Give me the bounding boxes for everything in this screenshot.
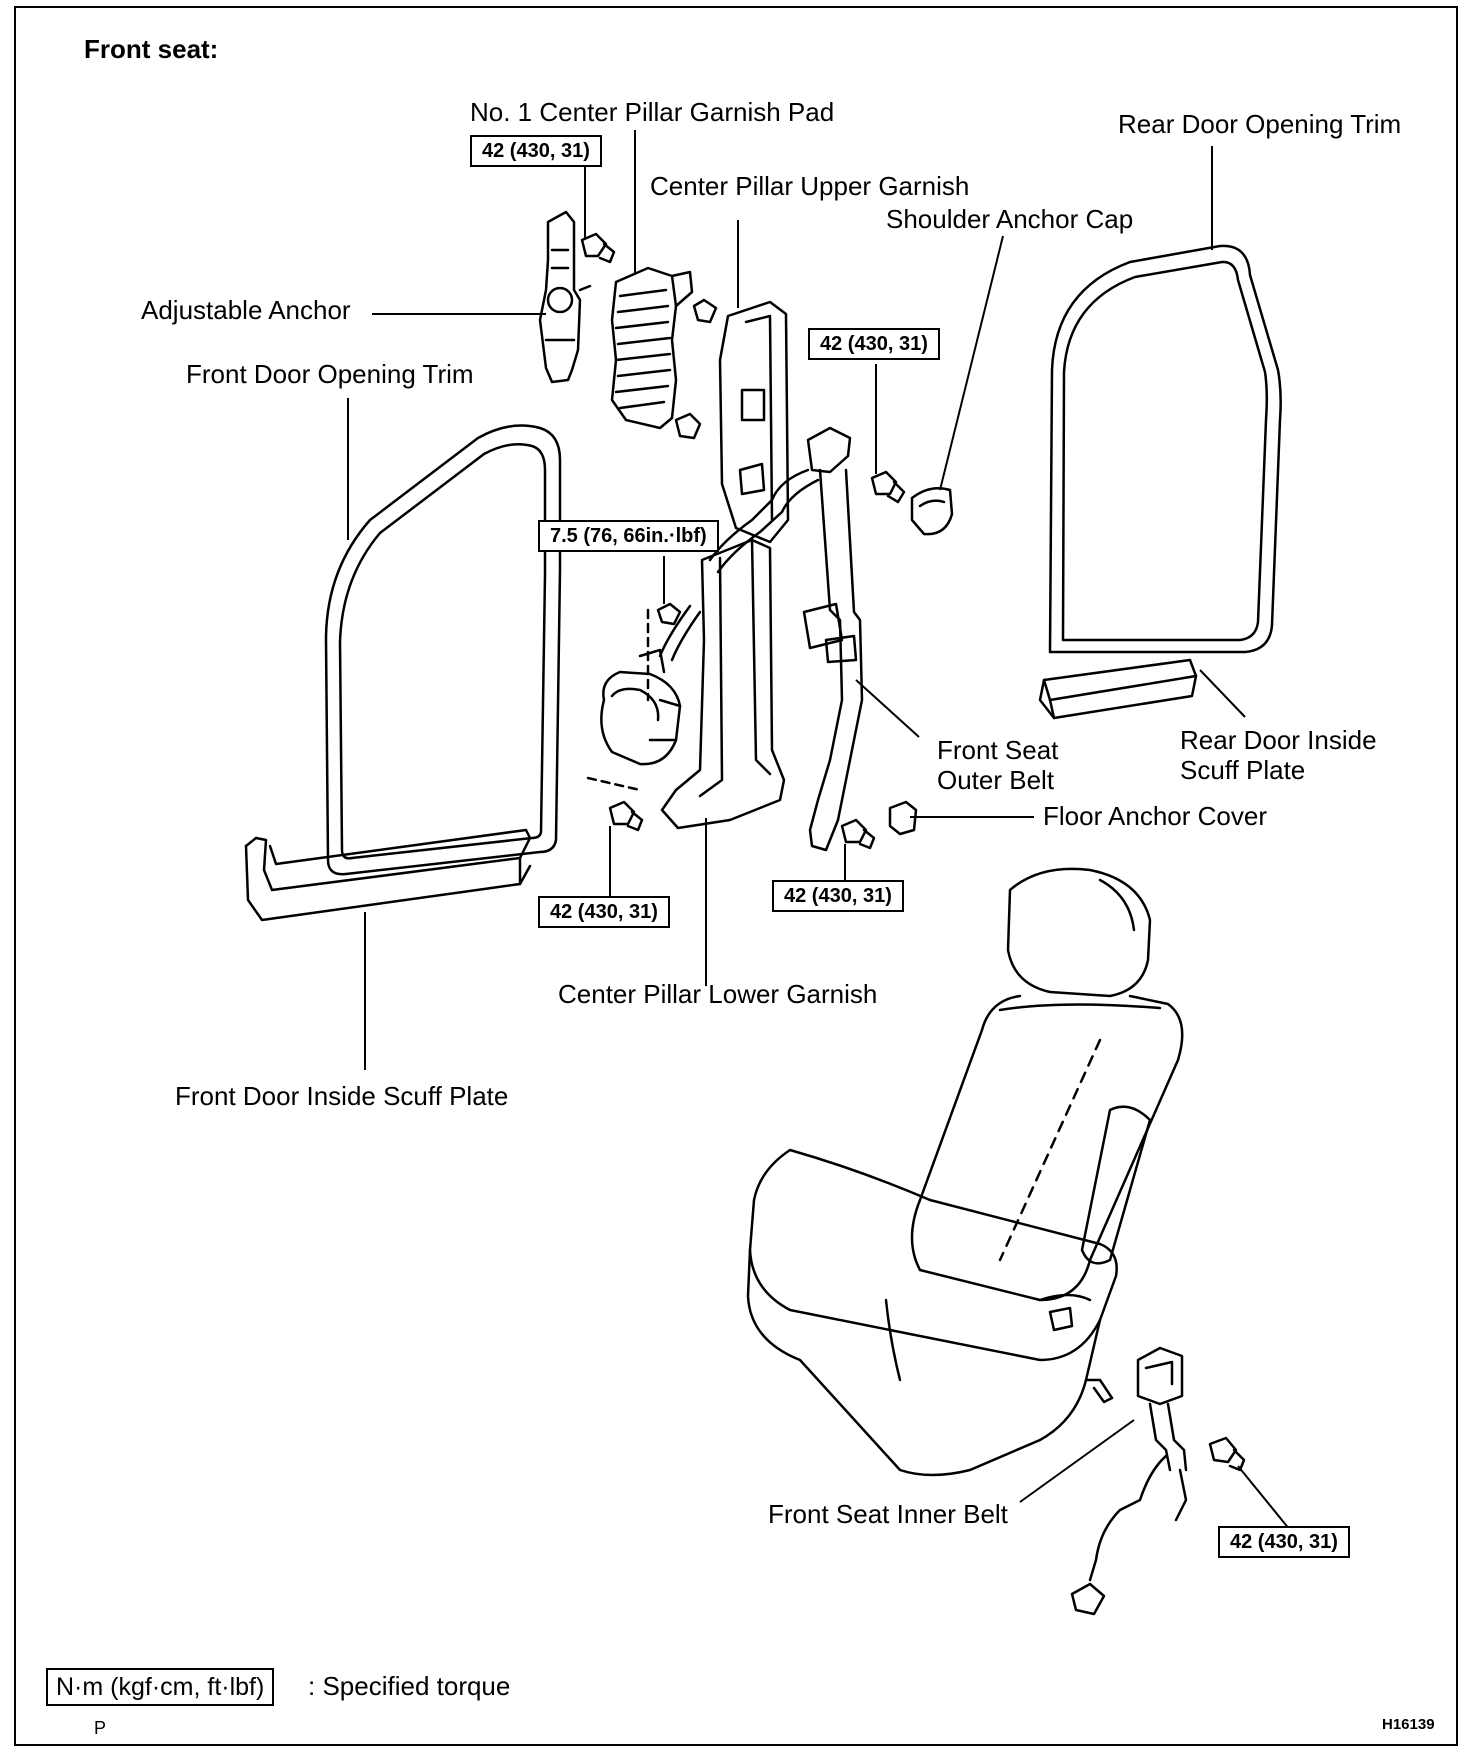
label-front-door-opening-trim: Front Door Opening Trim — [186, 359, 474, 389]
bolt-adjustable-anchor — [580, 232, 616, 264]
bolt-retractor-upper — [656, 602, 682, 626]
torque-spec-retractor-lower: 42 (430, 31) — [538, 896, 670, 928]
label-rear-door-opening-trim: Rear Door Opening Trim — [1118, 109, 1402, 139]
label-front-seat-inner-belt: Front Seat Inner Belt — [768, 1499, 1008, 1529]
center-pillar-upper-garnish — [718, 300, 790, 544]
label-front-door-inside-scuff-plate: Front Door Inside Scuff Plate — [175, 1081, 509, 1111]
rear-door-inside-scuff-plate — [1038, 658, 1198, 720]
legend-mark: P — [94, 1718, 107, 1738]
clip-garnish-pad-upper — [692, 298, 718, 324]
label-front-seat-outer-belt: Front Seat Outer Belt — [937, 735, 1059, 796]
label-center-pillar-garnish-pad: No. 1 Center Pillar Garnish Pad — [470, 97, 835, 127]
floor-anchor-cover — [888, 800, 918, 836]
bolt-floor-anchor — [840, 818, 876, 850]
label-front-seat-outer-belt-line2: Outer Belt — [937, 764, 1055, 795]
diagram-frame — [14, 6, 1458, 1746]
torque-spec-inner-belt: 42 (430, 31) — [1218, 1526, 1350, 1558]
front-door-opening-trim — [324, 424, 562, 876]
label-front-seat-outer-belt-line1: Front Seat — [937, 735, 1059, 765]
legend-torque-unit: N·m (kgf·cm, ft·lbf) — [46, 1668, 275, 1706]
label-center-pillar-upper-garnish: Center Pillar Upper Garnish — [650, 171, 970, 201]
center-pillar-garnish-pad — [610, 266, 694, 430]
front-door-inside-scuff-plate — [244, 828, 532, 922]
bolt-shoulder-anchor — [870, 470, 906, 504]
figure-id: H16139 — [1382, 1716, 1435, 1733]
label-rear-door-inside-scuff-plate-line1: Rear Door Inside — [1180, 725, 1377, 755]
belt-retractor — [586, 608, 682, 792]
page-title: Front seat: — [84, 34, 219, 64]
label-shoulder-anchor-cap: Shoulder Anchor Cap — [886, 204, 1134, 234]
legend-text: : Specified torque — [308, 1671, 511, 1701]
adjustable-anchor — [538, 210, 592, 384]
center-pillar-lower-garnish — [660, 538, 786, 830]
clip-garnish-pad-lower — [674, 412, 702, 440]
bolt-retractor-lower — [608, 800, 644, 832]
label-rear-door-inside-scuff-plate: Rear Door Inside Scuff Plate — [1180, 725, 1377, 786]
torque-spec-adjustable-anchor: 42 (430, 31) — [470, 135, 602, 167]
label-center-pillar-lower-garnish: Center Pillar Lower Garnish — [558, 979, 878, 1009]
rear-door-opening-trim — [1048, 244, 1282, 654]
label-adjustable-anchor: Adjustable Anchor — [141, 295, 351, 325]
front-seat — [746, 867, 1184, 1477]
label-rear-door-inside-scuff-plate-line2: Scuff Plate — [1180, 754, 1306, 785]
torque-spec-shoulder-anchor: 42 (430, 31) — [808, 328, 940, 360]
front-seat-inner-belt — [1070, 1346, 1188, 1616]
torque-spec-floor-anchor: 42 (430, 31) — [772, 880, 904, 912]
bolt-inner-belt — [1208, 1436, 1246, 1472]
shoulder-anchor-cap — [910, 487, 954, 536]
torque-spec-retractor-upper: 7.5 (76, 66in.·lbf) — [538, 520, 719, 552]
label-floor-anchor-cover: Floor Anchor Cover — [1043, 801, 1267, 831]
